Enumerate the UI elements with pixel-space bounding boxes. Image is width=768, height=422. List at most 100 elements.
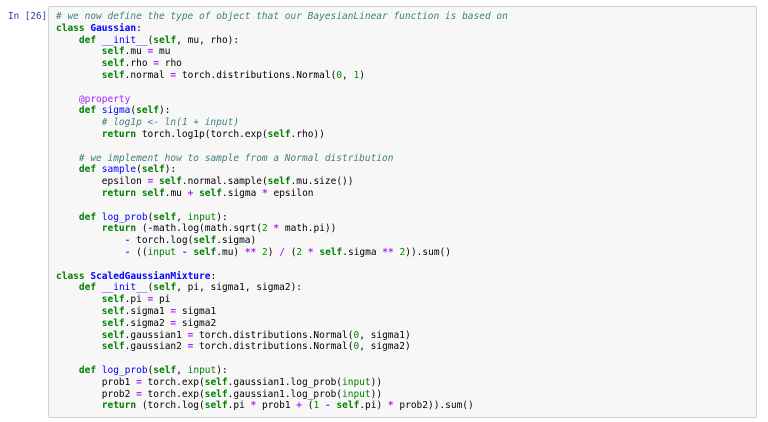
code-line: return (torch.log(self.pi * prob1 + (1 -…	[56, 400, 752, 412]
code-token: +	[296, 400, 303, 412]
code-line: - ((input - self.mu) ** 2) / (2 * self.s…	[56, 247, 752, 259]
code-token: 0	[353, 329, 360, 341]
code-token: self	[101, 317, 125, 329]
code-token: .normal	[124, 69, 171, 81]
code-line: self.rho = rho	[56, 58, 752, 70]
code-line: class Gaussian:	[56, 23, 752, 35]
code-line: epsilon = self.normal.sample(self.mu.siz…	[56, 176, 752, 188]
code-token: prob1	[56, 376, 137, 388]
code-line: def __init__(self, mu, rho):	[56, 35, 752, 47]
code-token: .rho))	[290, 128, 325, 140]
code-token: =	[170, 69, 177, 81]
code-token	[56, 164, 79, 175]
code-token: torch.log1p(torch.exp(	[136, 128, 268, 140]
code-token: self	[141, 187, 165, 199]
code-line: def __init__(self, pi, sigma1, sigma2):	[56, 282, 752, 294]
code-token: .sigma	[342, 246, 383, 258]
code-line: prob2 = torch.exp(self.gaussian1.log_pro…	[56, 389, 752, 401]
code-token: (	[147, 364, 154, 376]
code-token: (	[147, 211, 154, 223]
code-line: self.gaussian1 = torch.distributions.Nor…	[56, 330, 752, 342]
code-token: self	[267, 128, 291, 140]
code-token: =	[187, 341, 194, 353]
code-token: 0	[353, 341, 360, 353]
code-token	[56, 58, 102, 69]
code-line	[56, 141, 752, 153]
code-line: self.sigma1 = sigma1	[56, 306, 752, 318]
code-token	[56, 117, 102, 128]
code-token: /	[279, 246, 285, 258]
code-token: self	[101, 58, 125, 70]
code-token: self	[267, 176, 291, 188]
code-line: class ScaledGaussianMixture:	[56, 271, 752, 283]
code-token	[56, 294, 102, 305]
code-token	[56, 94, 79, 105]
code-token: input	[342, 376, 371, 388]
code-line: return (-math.log(math.sqrt(2 * math.pi)…	[56, 223, 752, 235]
code-line	[56, 82, 752, 94]
code-token	[56, 105, 79, 116]
code-token: ):	[216, 364, 228, 376]
code-token: -	[147, 223, 154, 235]
code-token	[56, 70, 102, 81]
code-token	[56, 235, 125, 246]
code-token: .pi	[124, 294, 148, 306]
code-token: .sigma)	[216, 235, 257, 247]
code-token: ScaledGaussianMixture	[90, 270, 211, 282]
code-line: def sigma(self):	[56, 105, 752, 117]
code-token: input	[187, 364, 217, 376]
code-line: def sample(self):	[56, 164, 752, 176]
code-token	[56, 153, 79, 164]
code-token: (torch.log(	[136, 400, 205, 412]
code-token: , sigma1)	[359, 329, 411, 341]
code-line: # we now define the type of object that …	[56, 11, 752, 23]
code-token: ):	[216, 211, 228, 223]
code-token: )	[359, 69, 365, 81]
code-token: -	[124, 235, 131, 247]
code-token: torch.log(	[130, 235, 194, 247]
code-token: torch.distributions.Normal(	[193, 329, 354, 341]
code-token: return	[101, 128, 137, 140]
code-token: self	[153, 34, 177, 46]
code-token: *	[387, 400, 394, 412]
code-token: log_prob	[101, 364, 148, 376]
code-line: self.pi = pi	[56, 294, 752, 306]
code-token: self	[204, 400, 228, 412]
input-prompt: In [26]:	[8, 11, 53, 22]
code-token	[56, 35, 79, 46]
code-token	[56, 400, 102, 411]
code-token: ,	[176, 364, 188, 376]
code-token: epsilon	[267, 187, 314, 199]
code-token: self	[153, 282, 177, 294]
code-token: math.pi))	[279, 223, 337, 235]
code-token: self	[319, 246, 343, 258]
code-token: .normal.sample(	[181, 176, 268, 188]
code-token: (	[147, 34, 154, 46]
code-token: sigma	[101, 105, 131, 117]
code-token: .gaussian2	[124, 341, 188, 353]
code-token: **	[382, 246, 394, 258]
code-token: prob1	[256, 400, 297, 412]
code-token: def	[78, 105, 97, 117]
code-token: .sigma2	[124, 317, 171, 329]
code-token: *	[307, 246, 314, 258]
code-token: # we implement how to sample from a Norm…	[78, 152, 394, 164]
code-line: self.normal = torch.distributions.Normal…	[56, 70, 752, 82]
code-token	[56, 129, 102, 140]
code-token: ):	[164, 164, 177, 176]
code-token	[56, 46, 102, 57]
code-token: .rho	[124, 58, 154, 70]
code-token: torch.distributions.Normal(	[176, 69, 337, 81]
code-token: (	[136, 164, 142, 176]
code-token	[56, 188, 102, 199]
code-editor[interactable]: # we now define the type of object that …	[48, 6, 757, 419]
code-token: :	[136, 22, 142, 34]
code-token: input	[147, 246, 177, 258]
code-token: *	[250, 400, 257, 412]
code-token: self	[101, 329, 125, 341]
code-token: .gaussian1.log_prob(	[227, 376, 343, 388]
code-token	[56, 306, 102, 317]
code-line: self.mu = mu	[56, 46, 752, 58]
code-token: self	[136, 105, 160, 117]
